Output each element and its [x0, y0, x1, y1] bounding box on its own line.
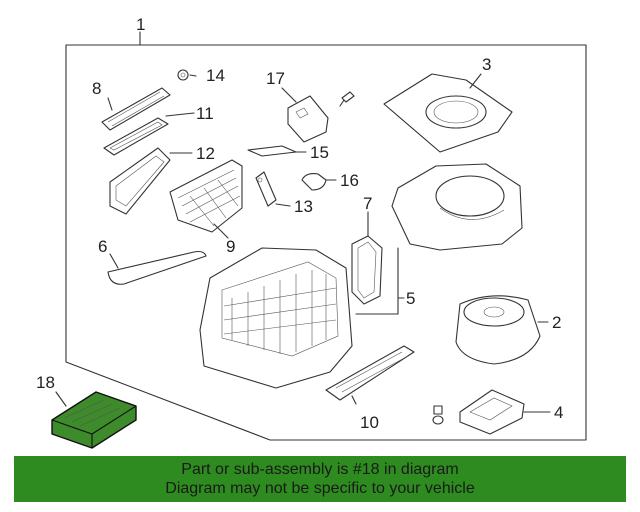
part-1-hvac-case[interactable]	[199, 247, 353, 389]
part-8-trim-strip[interactable]	[101, 87, 171, 131]
part-9-filter-housing[interactable]	[169, 159, 243, 233]
part-2-blower-motor[interactable]	[455, 295, 541, 365]
part-12-filter-frame[interactable]	[109, 147, 171, 215]
callout-2: 2	[552, 313, 561, 332]
screw-icon	[339, 91, 355, 107]
callout-18: 18	[36, 373, 55, 392]
diagram-frame	[65, 44, 587, 441]
part-18-cabin-filter[interactable]	[51, 391, 137, 449]
banner-line-1: Part or sub-assembly is #18 in diagram	[181, 461, 459, 478]
callout-9: 9	[226, 237, 235, 256]
callout-14: 14	[206, 66, 225, 85]
callout-13: 13	[294, 197, 313, 216]
callout-10: 10	[360, 413, 379, 432]
banner-line-2: Diagram may not be specific to your vehi…	[165, 480, 475, 497]
callout-5: 5	[406, 289, 415, 308]
parts-diagram: 1 8 14 11 12 17 15 16 13 3 9 6 7 5 2 4 1…	[36, 15, 587, 449]
callout-labels: 1 8 14 11 12 17 15 16 13 3 9 6 7 5 2 4 1…	[36, 15, 563, 432]
callout-7: 7	[363, 194, 372, 213]
callout-12: 12	[196, 144, 215, 163]
callout-6: 6	[98, 237, 107, 256]
screw-icon	[432, 405, 444, 425]
leader-lines	[55, 73, 551, 413]
callout-3: 3	[482, 55, 491, 74]
part-13-actuator[interactable]	[255, 171, 277, 207]
callout-1: 1	[136, 15, 145, 34]
part-4-resistor[interactable]	[459, 389, 525, 435]
part-6-seal[interactable]	[107, 250, 207, 285]
callout-15: 15	[310, 143, 329, 162]
part-5-blower-case[interactable]	[391, 163, 523, 251]
part-3-cover[interactable]	[383, 73, 513, 153]
callout-8: 8	[92, 79, 101, 98]
part-15-bracket[interactable]	[247, 145, 297, 157]
part-10-duct[interactable]	[325, 345, 415, 401]
callout-16: 16	[340, 171, 359, 190]
callout-11: 11	[196, 104, 214, 123]
callout-17: 17	[266, 69, 285, 88]
callout-4: 4	[554, 403, 563, 422]
part-16-motor[interactable]	[301, 173, 327, 191]
part-7-gasket[interactable]	[351, 235, 383, 305]
info-banner: Part or sub-assembly is #18 in diagram D…	[14, 456, 626, 502]
part-14-clip[interactable]	[177, 69, 189, 81]
part-17-module[interactable]	[287, 95, 329, 143]
part-11-gasket[interactable]	[103, 117, 169, 156]
